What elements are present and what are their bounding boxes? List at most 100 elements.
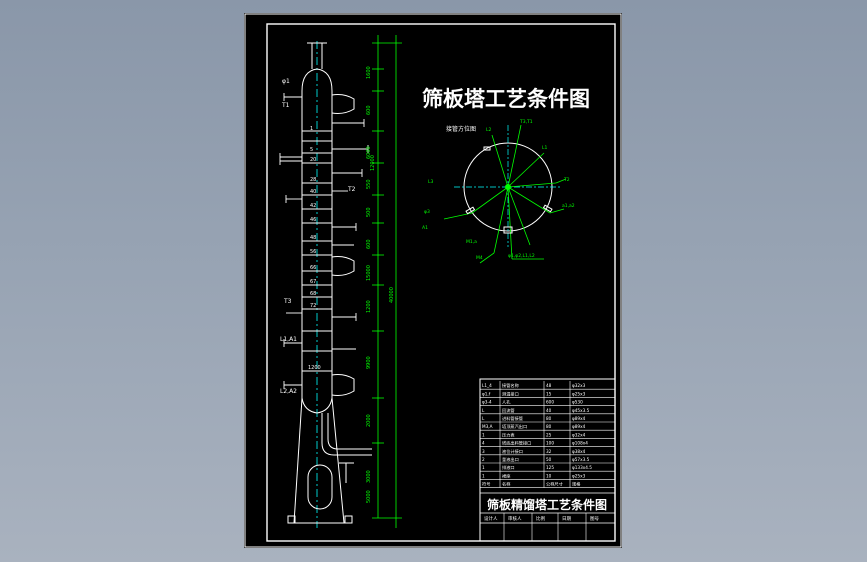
table-cell: φ3-4 <box>482 400 492 405</box>
table-cell: 25 <box>546 432 552 437</box>
table-cell: 规格 <box>572 481 581 488</box>
table-cell: φ530 <box>572 400 583 405</box>
stage-label: 46 <box>310 217 316 223</box>
table-cell: 600 <box>546 400 554 405</box>
stage-label: 72 <box>310 303 316 309</box>
table-cell: φ57x3.5 <box>572 457 590 462</box>
dimension-label: 600 <box>366 239 372 249</box>
outer-border <box>244 13 622 548</box>
dimension-label: 500 <box>366 207 372 217</box>
table-cell: 32 <box>546 449 552 454</box>
stage-label: 48 <box>310 235 316 241</box>
column-drawing <box>279 41 372 528</box>
table-cell: φ25x3 <box>572 391 586 396</box>
drawing-sheet: φ1 T1 T2 T3 L1,A1 L2,A2 1 5 20 28 40 42 … <box>244 13 622 548</box>
nozzle-label: L2,A2 <box>280 388 297 395</box>
stage-label: 1 <box>310 126 313 132</box>
title-block-cell: 设计人 <box>484 515 498 522</box>
table-cell: M3,A <box>482 424 493 429</box>
table-cell: 1 <box>482 473 485 478</box>
inner-border <box>266 23 616 542</box>
table-cell: 塔底出料管接口 <box>502 440 531 447</box>
stage-label: 56 <box>310 249 316 255</box>
orientation-label: A1 <box>422 225 428 231</box>
table-cell: L <box>482 416 485 421</box>
orientation-label: T2 <box>563 177 570 183</box>
table-cell: φ133x4.5 <box>572 465 592 470</box>
dimension-label: 15000 <box>366 265 372 281</box>
table-cell: 公称尺寸 <box>546 481 563 488</box>
orientation-title: 接管方位图 <box>446 125 476 133</box>
orientation-label: a1,a2 <box>562 203 575 209</box>
orientation-label: L2 <box>486 127 492 133</box>
nozzle-label: L1,A1 <box>280 336 297 343</box>
table-cell: 50 <box>546 457 552 462</box>
table-cell: 测温接口 <box>502 390 519 397</box>
table-cell: 48 <box>546 383 552 388</box>
table-cell: 液位计接口 <box>502 448 523 455</box>
stage-label: 42 <box>310 203 316 209</box>
nozzle-label: T1 <box>281 102 290 109</box>
dimension-label: 1200 <box>366 300 372 313</box>
table-cell: L1_4 <box>482 383 492 388</box>
table-cell: 80 <box>546 424 552 429</box>
table-cell: 100 <box>546 441 554 446</box>
dimension-label: 40000 <box>389 287 395 303</box>
nozzle-label: φ1 <box>282 78 290 85</box>
table-cell: 塔顶蒸汽出口 <box>502 423 527 430</box>
orientation-label: φ1,φ2,L1,L2 <box>508 253 535 259</box>
table-cell: 2 <box>482 457 485 462</box>
table-cell: 人孔 <box>502 399 511 406</box>
table-cell: 10 <box>546 473 552 478</box>
table-cell: 进料管接管 <box>502 415 523 422</box>
title-block-cell: 图号 <box>590 516 599 522</box>
orientation-label: L3 <box>428 179 434 185</box>
orientation-label: L1 <box>542 145 548 151</box>
table-cell: 125 <box>546 465 554 470</box>
orientation-label: M1,a <box>466 239 477 245</box>
stage-label: 68 <box>310 291 316 297</box>
drawing-title: 筛板塔工艺条件图 <box>422 87 590 111</box>
table-cell: 15 <box>546 391 552 396</box>
table-cell: 40 <box>546 408 552 413</box>
orientation-label: T3,T1 <box>519 119 533 125</box>
nozzle-label: T3 <box>283 298 292 305</box>
stage-label: 66 <box>310 265 316 271</box>
stage-label: 1200 <box>308 365 321 371</box>
nozzle-label: T2 <box>347 186 356 193</box>
table-cell: φ32x4 <box>572 432 586 437</box>
dimension-label: 2000 <box>366 414 372 427</box>
table-cell: 4 <box>482 441 485 446</box>
table-cell: φ1,f <box>482 391 491 396</box>
dimension-label: 3000 <box>366 470 372 483</box>
title-block-title: 筛板精馏塔工艺条件图 <box>487 497 607 512</box>
title-block-cell: 比例 <box>536 515 545 522</box>
table-cell: 压力表 <box>502 431 515 438</box>
dimension-label: 5000 <box>366 490 372 503</box>
orientation-label: φ3 <box>424 209 430 215</box>
table-cell: 1 <box>482 465 485 470</box>
drawing-canvas: φ1 T1 T2 T3 L1,A1 L2,A2 1 5 20 28 40 42 … <box>244 13 622 548</box>
table-cell: φ32x3 <box>572 383 586 388</box>
table-cell: 1 <box>482 432 485 437</box>
dimension-label: 12000 <box>370 155 376 171</box>
table-cell: 名称 <box>502 481 510 488</box>
column-labels: φ1 T1 T2 T3 L1,A1 L2,A2 1 5 20 28 40 42 … <box>280 66 395 503</box>
table-cell: 80 <box>546 416 552 421</box>
orientation-view: 接管方位图 T3,T1 L2 <box>422 119 575 264</box>
table-cell: 回流管 <box>502 407 515 414</box>
dimension-label: 550 <box>366 179 372 189</box>
table-cell: φ108x4 <box>572 441 588 446</box>
stage-label: 67 <box>310 279 316 285</box>
orientation-label: M4 <box>476 255 483 261</box>
dimension-label: 9900 <box>366 356 372 369</box>
stage-label: 20 <box>310 157 316 163</box>
table-cell: 排液口 <box>502 464 515 471</box>
dimension-label: 1600 <box>366 66 372 79</box>
title-block-cell: 审核人 <box>508 515 522 522</box>
table-cell: 接管名称 <box>502 382 519 389</box>
table-cell: 符号 <box>482 481 490 488</box>
table-cell: φ45x3.5 <box>572 408 590 413</box>
table-cell: φ38x4 <box>572 449 586 454</box>
stage-label: 5 <box>310 147 313 153</box>
